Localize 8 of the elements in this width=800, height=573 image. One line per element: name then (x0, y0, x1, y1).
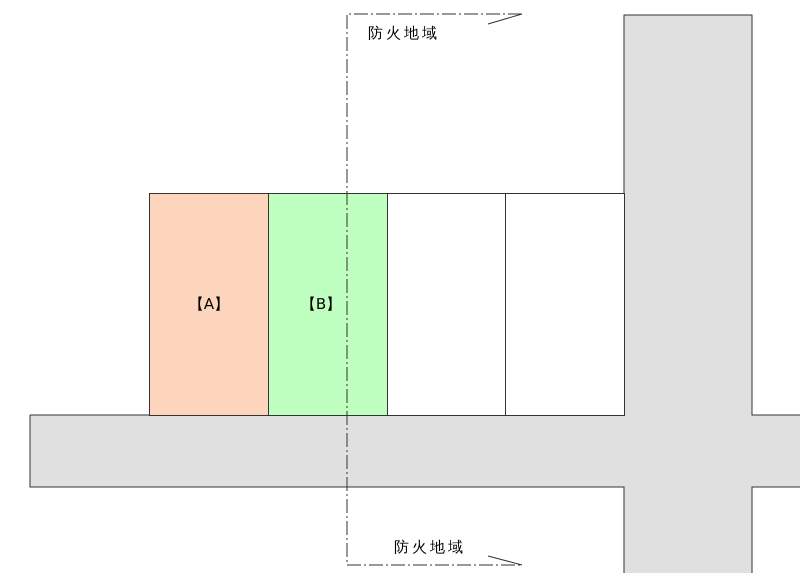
zone-label: 防火地域 (368, 24, 440, 43)
lot (505, 193, 625, 416)
lot (387, 193, 506, 416)
lot (149, 193, 269, 416)
zone-label: 防火地域 (394, 538, 466, 557)
lot (268, 193, 388, 416)
lot-label: 【B】 (300, 295, 342, 314)
lot-label: 【A】 (188, 295, 230, 314)
